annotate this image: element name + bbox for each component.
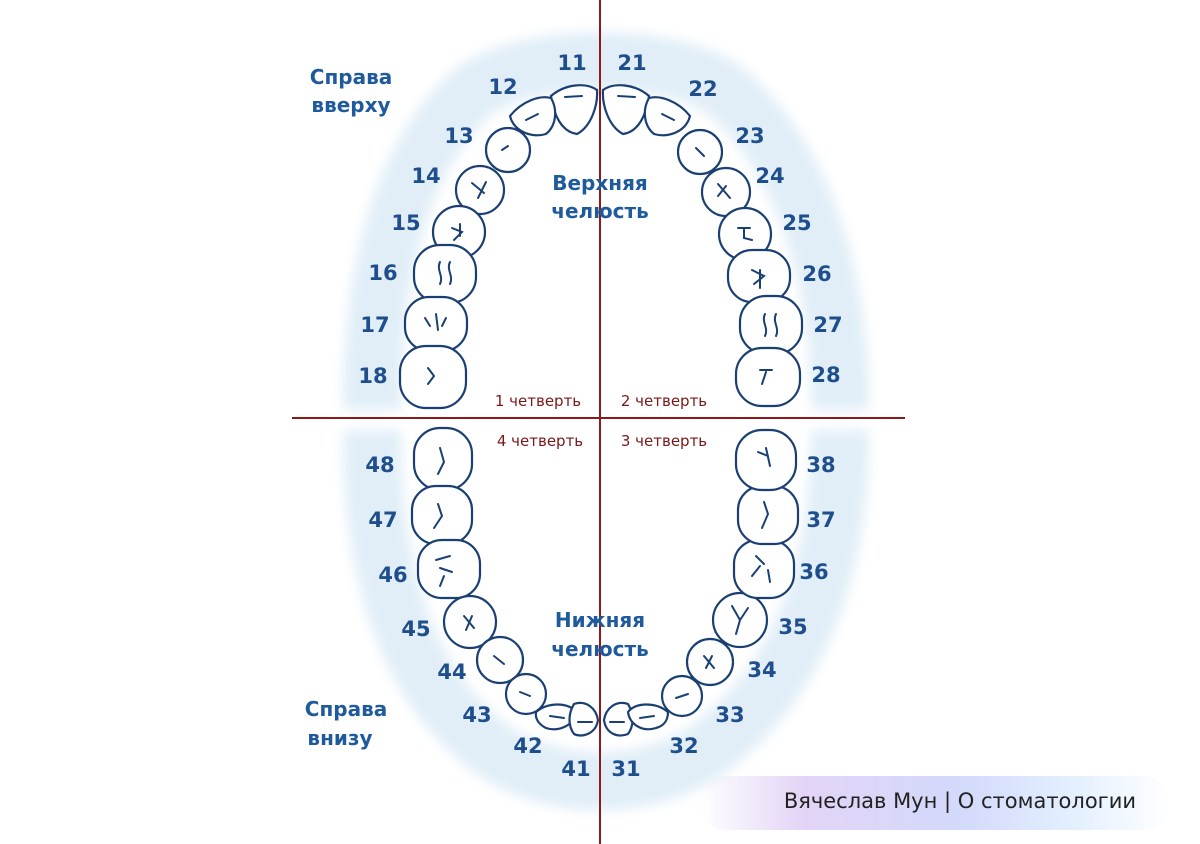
tooth-number-45: 45 — [401, 617, 430, 641]
tooth-48[interactable] — [412, 426, 474, 492]
tooth-36[interactable] — [732, 538, 796, 600]
tooth-number-25: 25 — [782, 211, 811, 235]
tooth-number-47: 47 — [368, 508, 397, 532]
lower-right-label-line-1: Справа — [305, 697, 387, 721]
tooth-number-34: 34 — [747, 658, 776, 682]
tooth-32[interactable] — [626, 703, 670, 731]
tooth-number-24: 24 — [755, 164, 784, 188]
tooth-23[interactable] — [676, 128, 724, 176]
tooth-41[interactable] — [568, 701, 600, 737]
tooth-11[interactable] — [549, 84, 599, 136]
tooth-31[interactable] — [602, 701, 634, 737]
tooth-44[interactable] — [475, 635, 525, 685]
lower-jaw-label-line-1: Нижняя — [555, 608, 645, 632]
tooth-13[interactable] — [484, 126, 532, 174]
tooth-number-22: 22 — [688, 77, 717, 101]
quarter-1-label: 1 четверть — [495, 392, 581, 410]
tooth-35[interactable] — [711, 591, 769, 649]
tooth-28[interactable] — [734, 346, 802, 408]
watermark-text: Вячеслав Мун | О стоматологии — [783, 789, 1136, 813]
tooth-number-13: 13 — [444, 124, 473, 148]
tooth-number-28: 28 — [811, 363, 840, 387]
tooth-number-46: 46 — [378, 563, 407, 587]
upper-jaw-label-line-2: челюсть — [551, 199, 648, 223]
tooth-number-26: 26 — [802, 262, 831, 286]
tooth-42[interactable] — [534, 703, 578, 731]
tooth-number-18: 18 — [358, 364, 387, 388]
tooth-45[interactable] — [442, 594, 498, 650]
tooth-number-23: 23 — [735, 124, 764, 148]
quarter-2-label: 2 четверть — [621, 392, 707, 410]
tooth-number-48: 48 — [365, 453, 394, 477]
tooth-number-27: 27 — [813, 313, 842, 337]
tooth-number-35: 35 — [778, 615, 807, 639]
tooth-22[interactable] — [643, 96, 692, 137]
upper-right-label-line-2: вверху — [311, 93, 390, 117]
tooth-16[interactable] — [412, 243, 478, 305]
tooth-37[interactable] — [736, 484, 800, 546]
tooth-number-42: 42 — [513, 734, 542, 758]
lower-right-label-line-2: внизу — [307, 726, 372, 750]
tooth-26[interactable] — [726, 248, 792, 304]
tooth-number-41: 41 — [561, 757, 590, 781]
tooth-18[interactable] — [398, 344, 468, 410]
tooth-38[interactable] — [734, 428, 798, 492]
tooth-number-12: 12 — [488, 75, 517, 99]
tooth-number-38: 38 — [806, 453, 835, 477]
tooth-numbers: 11 12 13 14 15 16 17 18 21 22 23 24 25 2… — [358, 51, 842, 781]
tooth-34[interactable] — [685, 637, 735, 687]
quarter-3-label: 3 четверть — [621, 432, 707, 450]
tooth-14[interactable] — [454, 164, 506, 216]
tooth-number-14: 14 — [411, 164, 440, 188]
tooth-number-31: 31 — [611, 757, 640, 781]
tooth-47[interactable] — [410, 484, 474, 546]
upper-right-label-line-1: Справа — [310, 65, 392, 89]
lower-jaw-label-line-2: челюсть — [551, 637, 648, 661]
tooth-number-37: 37 — [806, 508, 835, 532]
tooth-number-44: 44 — [437, 660, 466, 684]
tooth-number-21: 21 — [617, 51, 646, 75]
lower-right-teeth — [410, 426, 600, 737]
tooth-46[interactable] — [416, 538, 482, 600]
upper-left-teeth — [601, 84, 804, 408]
tooth-number-43: 43 — [462, 703, 491, 727]
tooth-number-33: 33 — [715, 703, 744, 727]
lower-left-teeth — [602, 428, 800, 737]
tooth-number-36: 36 — [799, 560, 828, 584]
upper-jaw-label-line-1: Верхняя — [552, 171, 648, 195]
tooth-number-32: 32 — [669, 734, 698, 758]
tooth-number-17: 17 — [360, 313, 389, 337]
tooth-number-15: 15 — [391, 211, 420, 235]
upper-right-teeth — [398, 84, 599, 410]
tooth-number-16: 16 — [368, 261, 397, 285]
tooth-number-11: 11 — [557, 51, 586, 75]
tooth-21[interactable] — [601, 84, 651, 136]
quarter-4-label: 4 четверть — [497, 432, 583, 450]
tooth-27[interactable] — [738, 294, 804, 356]
watermark-banner: Вячеслав Мун | О стоматологии — [700, 776, 1170, 830]
tooth-12[interactable] — [508, 96, 557, 137]
tooth-17[interactable] — [403, 295, 469, 353]
tooth-43[interactable] — [504, 672, 548, 716]
tooth-33[interactable] — [660, 674, 704, 718]
